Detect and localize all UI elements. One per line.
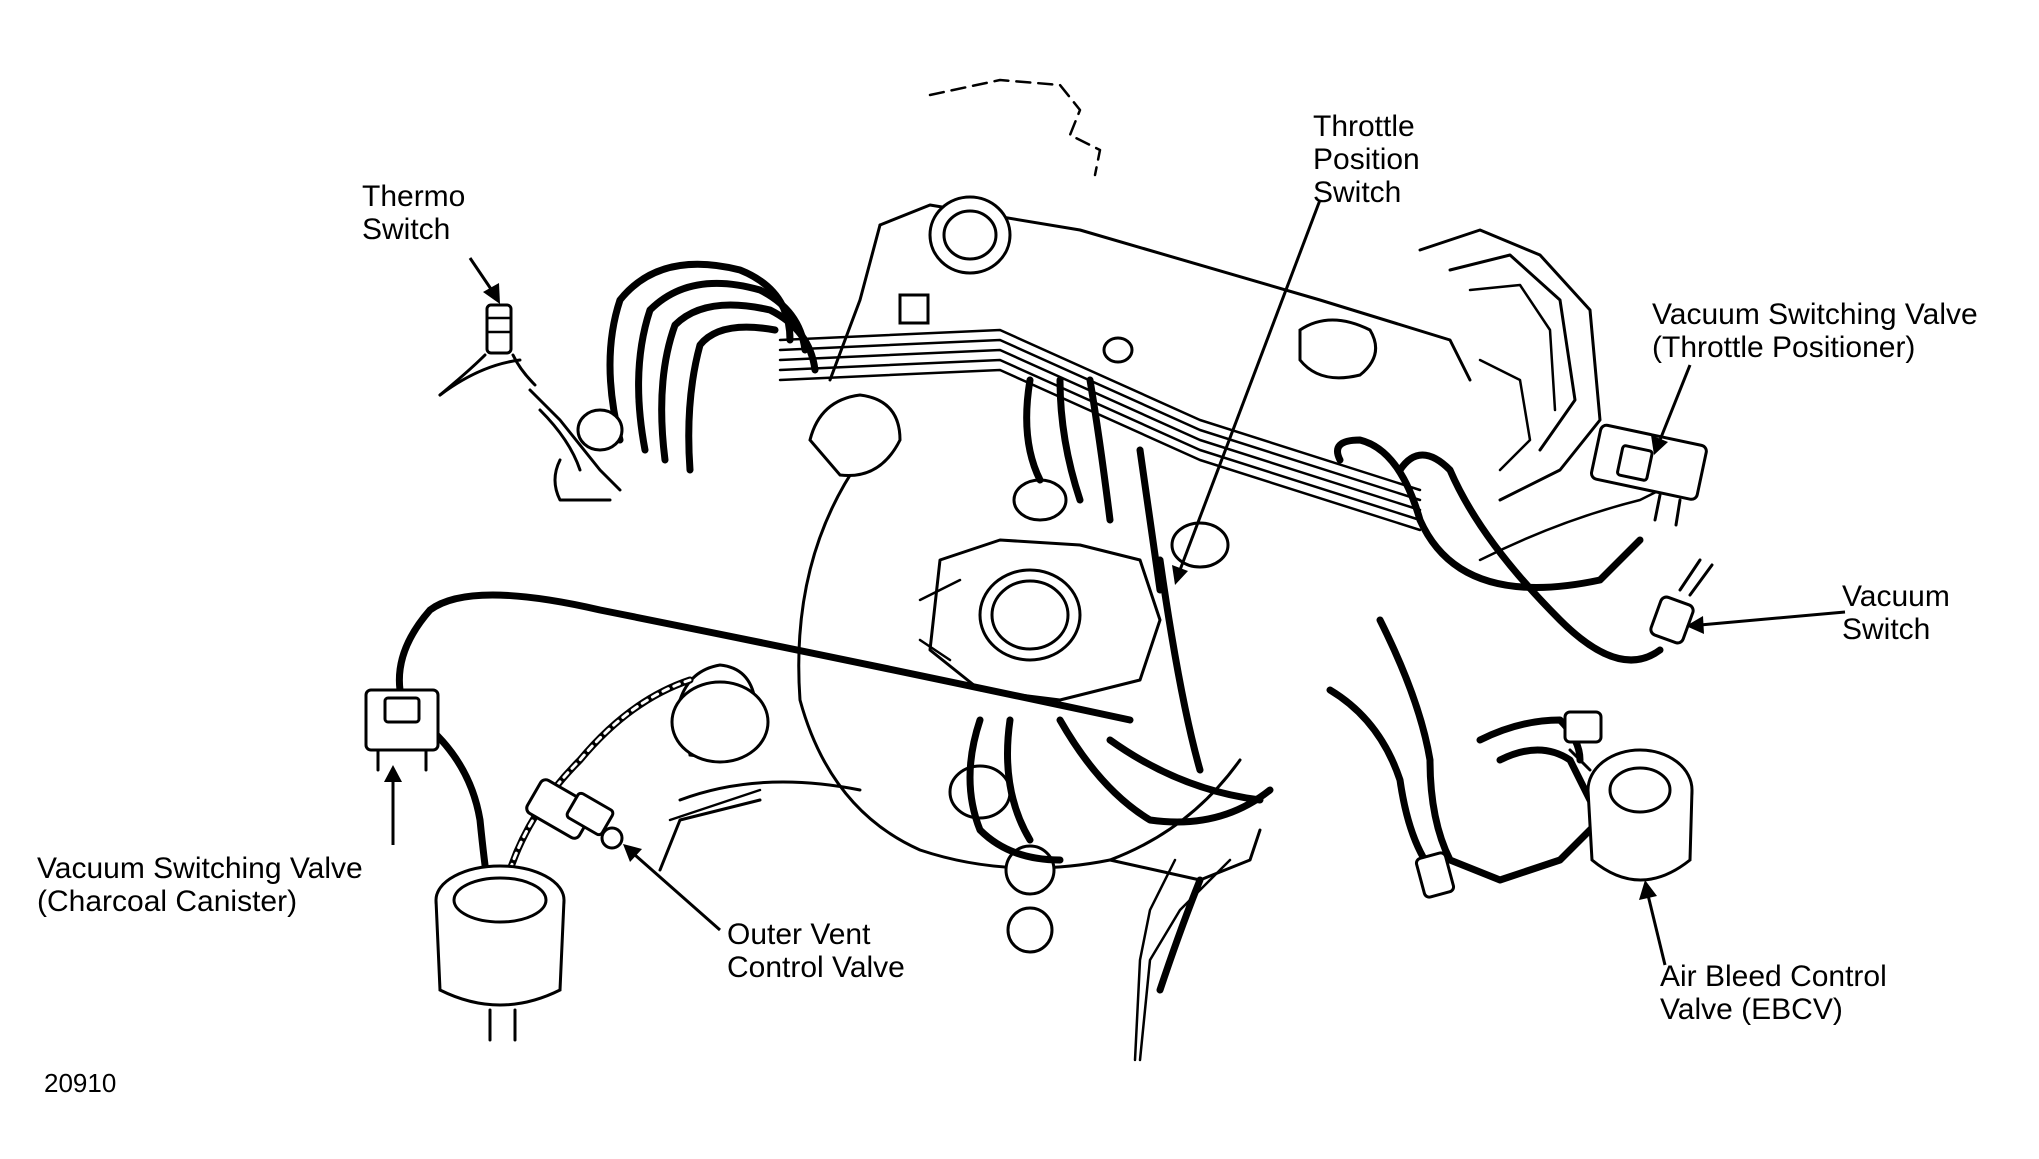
label-outer-vent-control-valve-line2: Control Valve <box>727 951 905 984</box>
label-vacuum-switch-line2: Switch <box>1842 613 1931 646</box>
label-vsv-charcoal-canister: Vacuum Switching Valve (Charcoal Caniste… <box>37 852 363 918</box>
air-bleed-control-valve-part <box>1563 710 1694 882</box>
label-thermo-switch-line2: Switch <box>362 213 451 246</box>
label-vacuum-switch: Vacuum Switch <box>1842 580 1950 646</box>
small-valve-part <box>1414 851 1456 899</box>
components <box>364 303 1714 1042</box>
left-dome-part <box>670 680 770 764</box>
manifold-sensor-part <box>553 408 624 502</box>
charcoal-canister-part <box>434 864 566 1042</box>
label-vsv-throttle-positioner-line1: Vacuum Switching Valve <box>1652 298 1978 331</box>
vsv-charcoal-canister-part <box>364 688 440 772</box>
label-thermo-switch-line1: Thermo <box>362 180 466 213</box>
label-throttle-position-switch-line2: Position <box>1313 143 1420 176</box>
label-air-bleed-control-valve-line1: Air Bleed Control <box>1660 960 1887 993</box>
label-vacuum-switch-line1: Vacuum <box>1842 580 1950 613</box>
label-vsv-throttle-positioner-line2: (Throttle Positioner) <box>1652 331 1916 364</box>
label-outer-vent-control-valve: Outer Vent Control Valve <box>727 918 905 984</box>
thermo-switch-part <box>438 303 537 397</box>
label-air-bleed-control-valve: Air Bleed Control Valve (EBCV) <box>1660 960 1887 1026</box>
vsv-throttle-positioner-part <box>1589 423 1708 527</box>
figure-number: 20910 <box>44 1068 117 1098</box>
label-vsv-throttle-positioner: Vacuum Switching Valve (Throttle Positio… <box>1652 298 1978 364</box>
label-throttle-position-switch: Throttle Position Switch <box>1313 110 1420 209</box>
label-thermo-switch: Thermo Switch <box>362 180 465 246</box>
label-air-bleed-control-valve-line2: Valve (EBCV) <box>1660 993 1843 1026</box>
label-vsv-charcoal-canister-line2: (Charcoal Canister) <box>37 885 298 918</box>
label-vsv-charcoal-canister-line1: Vacuum Switching Valve <box>37 852 363 885</box>
outer-vent-control-valve-part <box>525 778 624 850</box>
vacuum-hoses <box>395 260 1702 994</box>
label-throttle-position-switch-line3: Switch <box>1313 176 1402 209</box>
carburetor <box>898 195 1230 954</box>
leader-lines <box>384 199 1846 966</box>
label-outer-vent-control-valve-line1: Outer Vent <box>727 918 871 951</box>
label-throttle-position-switch-line1: Throttle <box>1313 110 1415 143</box>
